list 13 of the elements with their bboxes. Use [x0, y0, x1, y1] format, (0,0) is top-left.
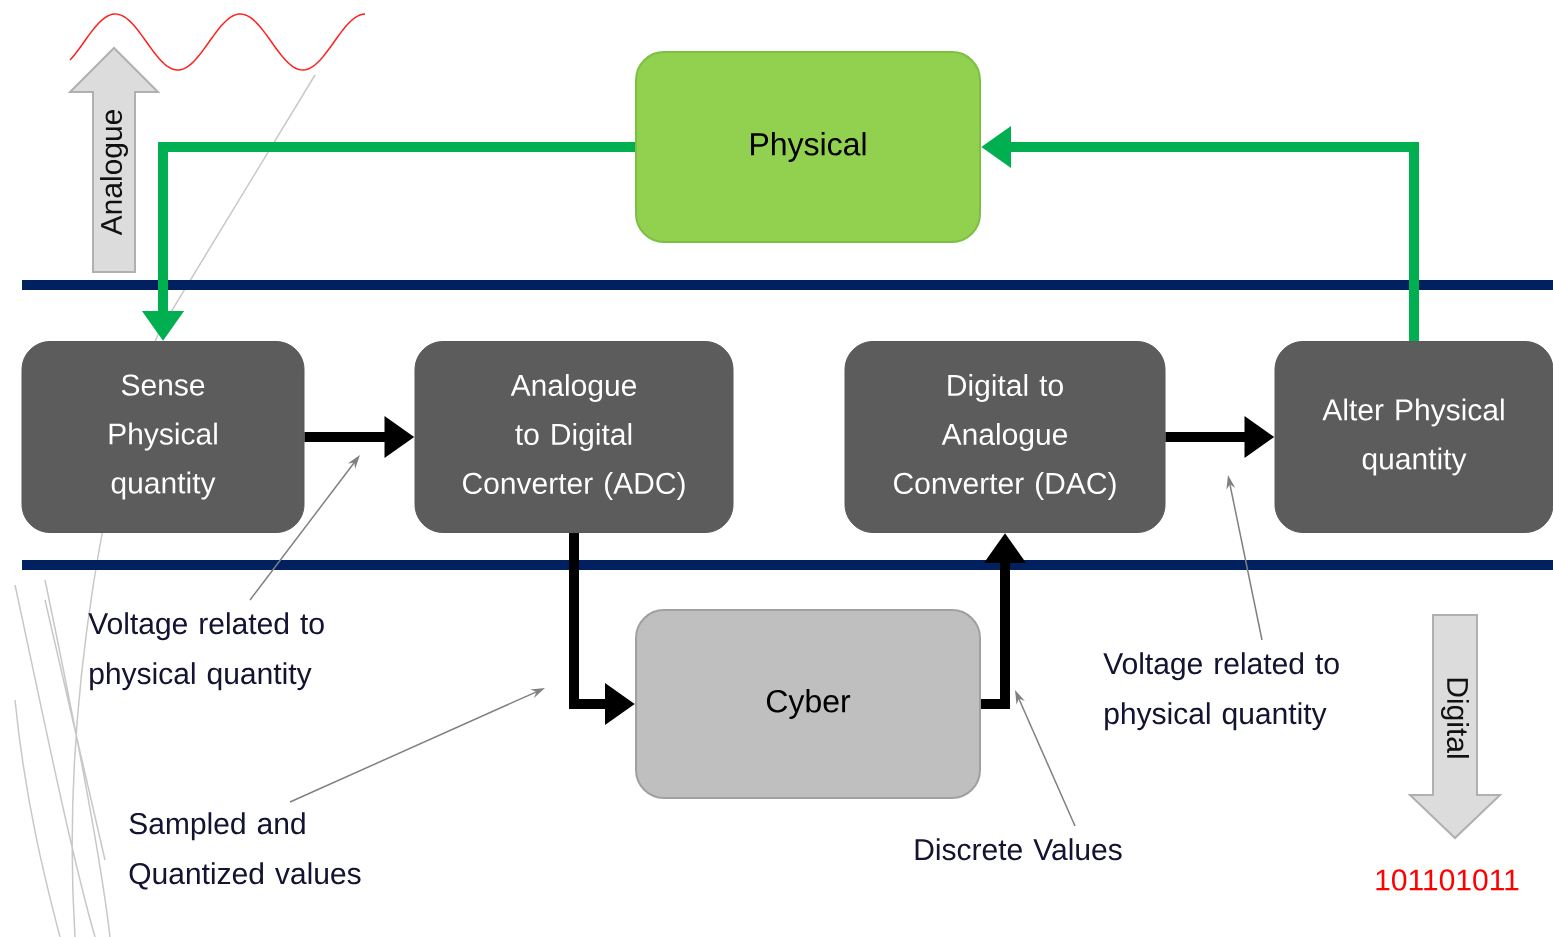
physical-box: Physical	[635, 51, 981, 243]
annotation-text: Voltage related to physical quantity	[88, 612, 324, 691]
direction-label: Digital	[1441, 678, 1469, 758]
binary-digits: 101101011	[1376, 869, 1519, 891]
annotation-text: Voltage related to physical quantity	[1103, 652, 1339, 731]
process-box: Alter Physical quantity	[1274, 341, 1553, 533]
process-box: Digital to Analogue Converter (DAC)	[844, 341, 1166, 533]
annotation-text: Discrete Values	[915, 838, 1122, 861]
process-box: Analogue to Digital Converter (ADC)	[414, 341, 734, 533]
direction-label: Analogue	[100, 109, 128, 236]
cyber-box: Cyber	[635, 609, 981, 799]
annotation-text: Sampled and Quantized values	[129, 812, 361, 890]
process-box: Sense Physical quantity	[21, 341, 305, 533]
